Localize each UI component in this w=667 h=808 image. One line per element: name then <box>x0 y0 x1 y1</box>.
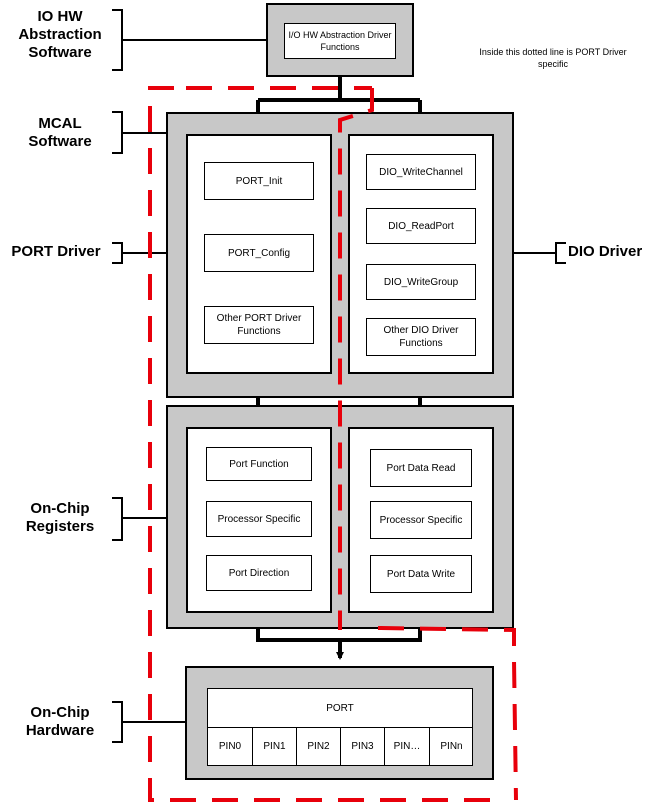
port-driver-panel: PORT_Init PORT_Config Other PORT Driver … <box>186 134 332 374</box>
dashed-boundary-center <box>338 88 374 630</box>
on-chip-registers-layer: Port Function Processor Specific Port Di… <box>166 405 514 629</box>
other-dio-driver-functions-box: Other DIO Driver Functions <box>366 318 476 356</box>
pin-cell: PIN0 <box>218 741 242 752</box>
label-port-driver: PORT Driver <box>11 243 101 260</box>
label-mcal-software: MCAL Software <box>28 115 92 150</box>
port-processor-specific-register: Processor Specific <box>206 501 312 537</box>
port-hardware-label: PORT <box>208 689 472 728</box>
dashed-boundary-right <box>377 626 518 801</box>
dio-writegroup-box: DIO_WriteGroup <box>366 264 476 300</box>
dio-readport-box: DIO_ReadPort <box>366 208 476 244</box>
io-abstraction-driver-functions-box: I/O HW Abstraction Driver Functions <box>284 23 396 59</box>
io-to-drivers-line <box>258 76 420 102</box>
port-hardware-block: PORT PIN0 PIN1 PIN2 PIN3 PIN… PINn <box>207 688 473 766</box>
on-chip-hardware-layer: PORT PIN0 PIN1 PIN2 PIN3 PIN… PINn <box>185 666 494 780</box>
port-init-box: PORT_Init <box>204 162 314 200</box>
port-registers-panel: Port Function Processor Specific Port Di… <box>186 427 332 613</box>
pin-row: PIN0 PIN1 PIN2 PIN3 PIN… PINn <box>208 728 472 765</box>
label-on-chip-hardware: On-Chip Hardware <box>25 704 95 739</box>
io-hw-abstraction-layer: I/O HW Abstraction Driver Functions <box>266 3 414 77</box>
label-on-chip-registers: On-Chip Registers <box>25 500 95 535</box>
pin-cell: PIN… <box>384 728 429 765</box>
label-dio-driver: DIO Driver <box>568 243 643 260</box>
dio-writechannel-box: DIO_WriteChannel <box>366 154 476 190</box>
port-function-register: Port Function <box>206 447 312 481</box>
dio-driver-panel: DIO_WriteChannel DIO_ReadPort DIO_WriteG… <box>348 134 494 374</box>
pin-cell: PIN3 <box>340 728 384 765</box>
pin-cell: PIN1 <box>252 728 296 765</box>
port-data-write-register: Port Data Write <box>370 555 472 593</box>
dio-processor-specific-register: Processor Specific <box>370 501 472 539</box>
label-io-hw-abstraction: IO HW Abstraction Software <box>18 8 102 61</box>
hardware-bracket <box>112 701 185 743</box>
pin-cell: PINn <box>429 728 473 765</box>
io-hw-bracket <box>112 9 268 71</box>
registers-bracket <box>112 497 166 541</box>
port-data-read-register: Port Data Read <box>370 449 472 487</box>
port-direction-register: Port Direction <box>206 555 312 591</box>
port-config-box: PORT_Config <box>204 234 314 272</box>
dashed-boundary-left <box>148 86 505 802</box>
dotted-line-note: Inside this dotted line is PORT Driver s… <box>479 47 627 69</box>
mcal-bracket <box>112 111 166 154</box>
other-port-driver-functions-box: Other PORT Driver Functions <box>204 306 314 344</box>
pin-cell: PIN2 <box>296 728 340 765</box>
dio-registers-panel: Port Data Read Processor Specific Port D… <box>348 427 494 613</box>
